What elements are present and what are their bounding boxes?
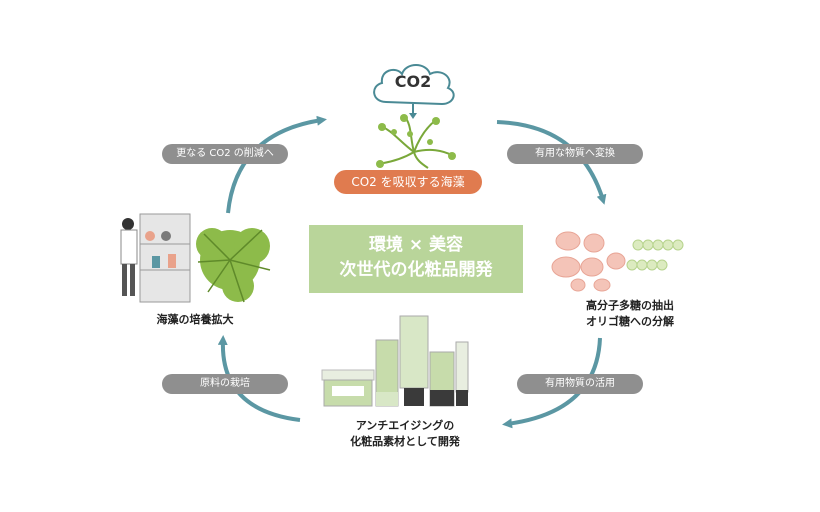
cosmetics-products-icon — [321, 315, 469, 407]
center-theme-box: 環境 × 美容 次世代の化粧品開発 — [309, 225, 523, 293]
cloud-text: CO2 — [394, 72, 432, 91]
arrow-top-right — [496, 120, 607, 205]
polysaccharide-icon — [551, 231, 684, 292]
arrow-top-left — [226, 115, 327, 214]
label-cosmetics-line1: アンチエイジングの — [355, 419, 455, 432]
arrow-bottom-left — [217, 335, 301, 422]
pill-further-co2-reduction: 更なる CO2 の削減へ — [162, 144, 288, 164]
label-extraction-line2: オリゴ糖への分解 — [586, 315, 674, 328]
seaweed-absorb-pill: CO2 を吸収する海藻 — [334, 170, 482, 194]
center-line1: 環境 × 美容 — [368, 235, 464, 255]
label-extraction-line1: 高分子多糖の抽出 — [586, 299, 674, 312]
pill-use-substance: 有用物質の活用 — [517, 374, 643, 394]
co2-cloud-icon — [373, 64, 455, 119]
seaweed-icon — [376, 114, 456, 169]
arrow-bottom-right — [502, 337, 602, 429]
label-cosmetics: アンチエイジングの 化粧品素材として開発 — [330, 418, 480, 450]
pill-convert-to-useful: 有用な物質へ変換 — [507, 144, 643, 164]
label-cosmetics-line2: 化粧品素材として開発 — [350, 435, 460, 448]
lab-cultivation-icon — [120, 213, 271, 303]
label-extraction: 高分子多糖の抽出 オリゴ糖への分解 — [562, 298, 698, 330]
pill-cultivation: 原料の栽培 — [162, 374, 288, 394]
label-cultivation-expansion: 海藻の培養拡大 — [156, 313, 234, 326]
center-line2: 次世代の化粧品開発 — [339, 260, 493, 280]
